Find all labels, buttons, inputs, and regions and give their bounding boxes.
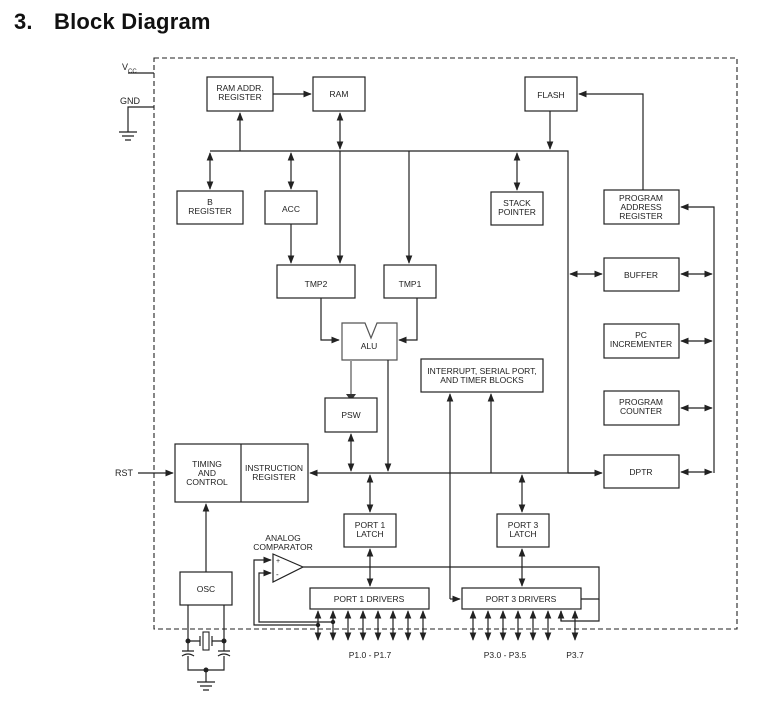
oscillator-block — [179, 571, 233, 606]
svg-text:LATCH: LATCH — [356, 529, 383, 539]
svg-text:LATCH: LATCH — [509, 529, 536, 539]
svg-text:REGISTER: REGISTER — [619, 211, 662, 221]
port3-pins — [469, 610, 579, 641]
b-register-block — [176, 190, 244, 225]
svg-text:-: - — [276, 570, 279, 579]
port1-pins — [314, 610, 427, 641]
psw-block — [324, 397, 378, 433]
svg-text:INSTRUCTION: INSTRUCTION — [245, 463, 303, 473]
tmp1-block — [383, 264, 437, 299]
crystal-oscillator-circuit — [181, 605, 231, 691]
svg-text:ACC: ACC — [282, 204, 300, 214]
port3-drivers-block — [461, 587, 582, 610]
svg-text:B: B — [207, 197, 213, 207]
vcc-pin: V CC — [122, 62, 154, 75]
port3-pin-range-label: P3.0 - P3.5 — [484, 650, 527, 660]
svg-text:CONTROL: CONTROL — [186, 477, 228, 487]
svg-text:V: V — [122, 62, 128, 72]
port1-pin-range-label: P1.0 - P1.7 — [349, 650, 392, 660]
svg-text:ADDRESS: ADDRESS — [620, 202, 661, 212]
flash-block — [524, 76, 578, 112]
tmp2-block — [276, 264, 356, 299]
svg-text:BUFFER: BUFFER — [624, 270, 658, 280]
ram-block — [312, 76, 366, 112]
svg-text:PORT 3: PORT 3 — [508, 520, 539, 530]
svg-text:TMP1: TMP1 — [399, 279, 422, 289]
svg-text:PSW: PSW — [341, 410, 360, 420]
program-counter-block — [603, 390, 680, 426]
svg-text:REGISTER: REGISTER — [218, 92, 261, 102]
svg-text:RAM ADDR.: RAM ADDR. — [216, 83, 263, 93]
port1-latch-block — [343, 513, 397, 548]
program-address-register-block — [603, 189, 680, 225]
svg-text:COMPARATOR: COMPARATOR — [253, 542, 313, 552]
crystal-icon — [202, 631, 210, 651]
svg-text:PROGRAM: PROGRAM — [619, 193, 663, 203]
section-heading: 3. Block Diagram — [14, 9, 211, 35]
svg-text:INCREMENTER: INCREMENTER — [610, 339, 672, 349]
svg-text:FLASH: FLASH — [537, 90, 564, 100]
svg-text:PORT 1: PORT 1 — [355, 520, 386, 530]
chip-boundary — [153, 57, 738, 630]
internal-bus — [210, 150, 569, 473]
svg-text:COUNTER: COUNTER — [620, 406, 662, 416]
svg-text:ALU: ALU — [361, 341, 378, 351]
svg-text:RAM: RAM — [330, 89, 349, 99]
svg-text:PROGRAM: PROGRAM — [619, 397, 663, 407]
svg-text:PC: PC — [635, 330, 647, 340]
stack-pointer-block — [490, 191, 544, 226]
svg-text:REGISTER: REGISTER — [252, 472, 295, 482]
svg-text:DPTR: DPTR — [629, 467, 652, 477]
comparator-output-wire — [303, 566, 600, 600]
analog-comparator-icon — [272, 553, 305, 583]
svg-text:+: + — [276, 558, 280, 565]
section-title: Block Diagram — [54, 9, 211, 34]
svg-text:OSC: OSC — [197, 584, 215, 594]
svg-text:TMP2: TMP2 — [305, 279, 328, 289]
svg-text:PORT 3 DRIVERS: PORT 3 DRIVERS — [486, 594, 557, 604]
svg-text:ANALOG: ANALOG — [265, 533, 300, 543]
pc-incrementer-block — [603, 323, 680, 359]
svg-text:TIMING: TIMING — [192, 459, 222, 469]
buffer-block — [603, 257, 680, 292]
svg-text:REGISTER: REGISTER — [188, 206, 231, 216]
ground-symbol-icon — [119, 131, 137, 141]
interrupt-serial-timer-block — [420, 358, 544, 393]
dptr-block — [603, 454, 680, 489]
port1-drivers-block — [309, 587, 430, 610]
section-number: 3. — [14, 9, 33, 34]
rst-pin-label: RST — [115, 468, 134, 478]
ground-symbol-icon — [197, 681, 215, 691]
svg-text:INTERRUPT, SERIAL PORT,: INTERRUPT, SERIAL PORT, — [427, 366, 537, 376]
svg-text:AND: AND — [198, 468, 216, 478]
svg-text:CC: CC — [128, 69, 137, 75]
svg-text:AND TIMER BLOCKS: AND TIMER BLOCKS — [440, 375, 524, 385]
port3-7-pin-label: P3.7 — [566, 650, 584, 660]
svg-text:PORT 1 DRIVERS: PORT 1 DRIVERS — [334, 594, 405, 604]
svg-text:POINTER: POINTER — [498, 207, 536, 217]
port3-latch-block — [496, 513, 550, 548]
svg-text:GND: GND — [120, 96, 141, 106]
svg-text:STACK: STACK — [503, 198, 531, 208]
gnd-pin: GND — [119, 96, 154, 141]
